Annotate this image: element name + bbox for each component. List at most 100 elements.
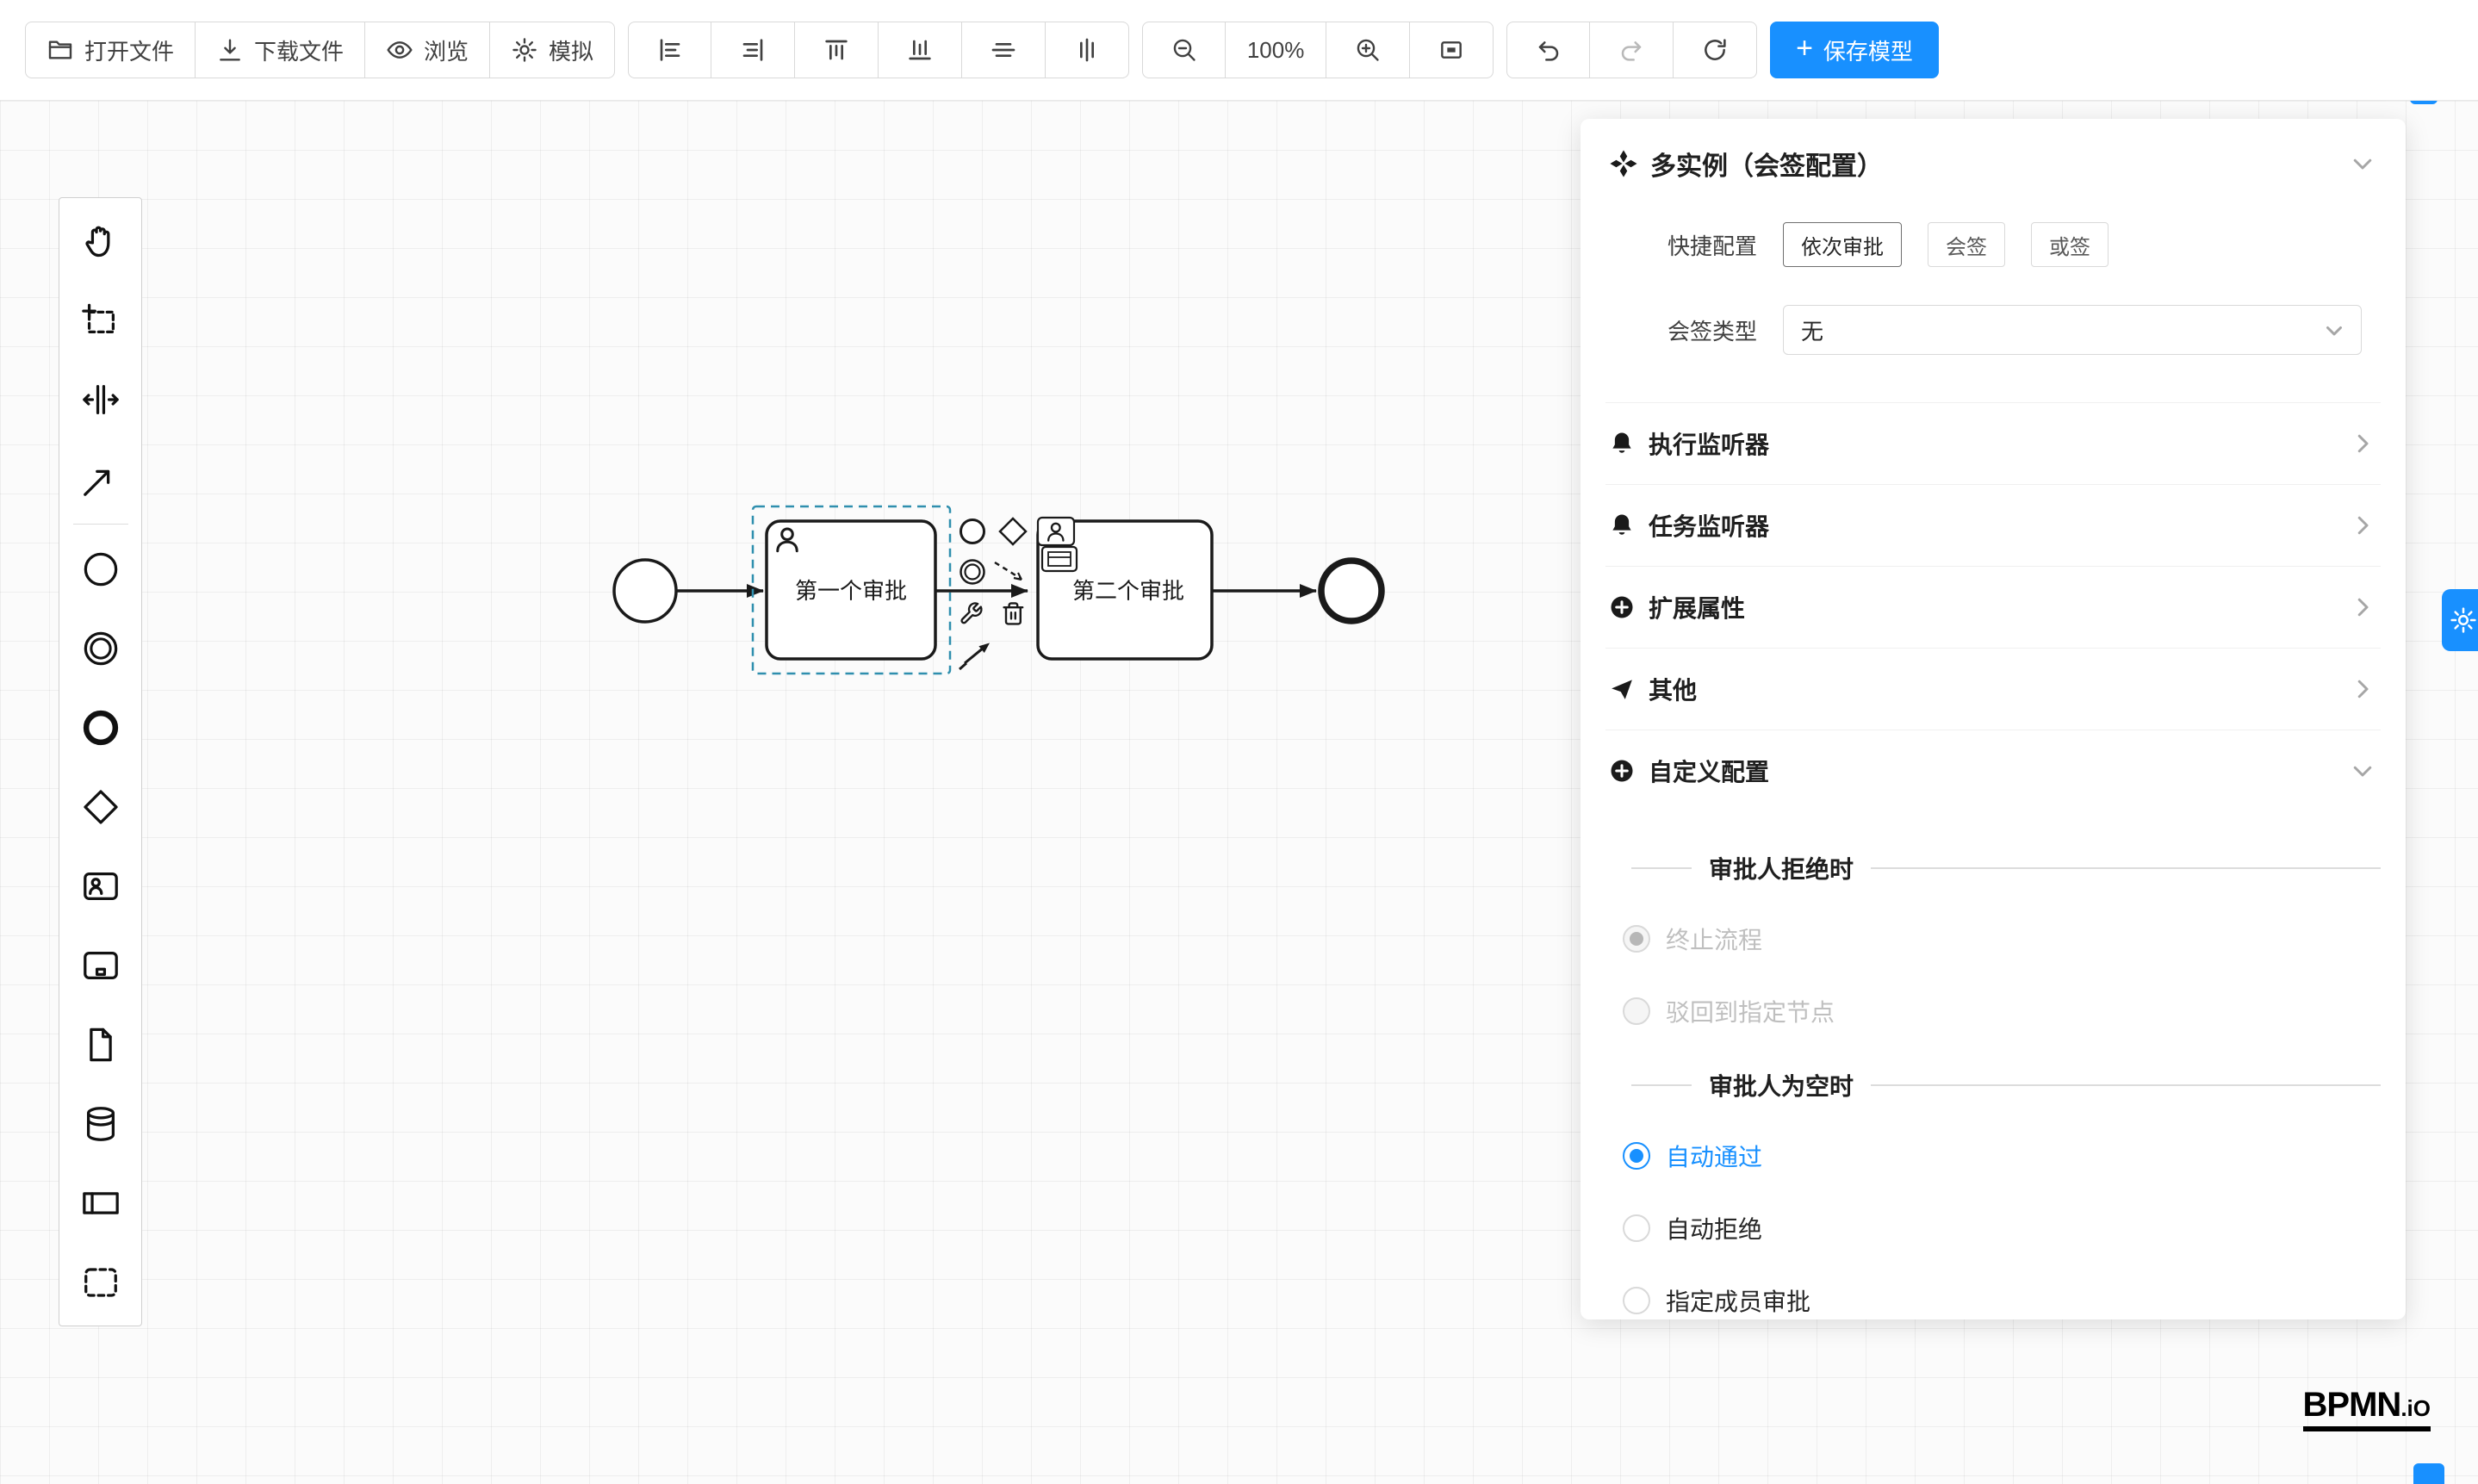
section-extended-properties[interactable]: 扩展属性	[1605, 566, 2381, 648]
bpmn-io-logo[interactable]: BPMN .iO	[2302, 1386, 2431, 1431]
quick-option-countersign[interactable]: 会签	[1928, 222, 2005, 267]
palette-separator	[72, 524, 128, 525]
settings-tab-button[interactable]	[2442, 589, 2478, 651]
download-file-button[interactable]: 下载文件	[196, 22, 366, 78]
panel-sections: 执行监听器 任务监听器 扩展属性 其他	[1605, 402, 2381, 811]
align-center-horizontal-icon	[991, 42, 1015, 57]
palette-subprocess[interactable]	[59, 926, 141, 1005]
bpmn-diagram: 第一个审批 第二个审批	[612, 505, 1385, 675]
palette-intermediate-event[interactable]	[59, 609, 141, 688]
download-icon	[220, 39, 240, 61]
quick-option-sequential[interactable]: 依次审批	[1783, 222, 1902, 267]
radio-auto-pass[interactable]: 自动通过	[1605, 1139, 2381, 1173]
eye-icon	[387, 41, 413, 59]
properties-panel: 多实例（会签配置） 快捷配置 依次审批 会签 或签 会签类型 无 执行监听器	[1581, 119, 2406, 1319]
save-model-label: 保存模型	[1823, 38, 1913, 65]
quick-config-row: 快捷配置 依次审批 会签 或签	[1605, 222, 2381, 267]
align-center-horizontal-button[interactable]	[962, 22, 1046, 78]
palette-lasso-tool[interactable]	[59, 281, 141, 360]
trash-icon[interactable]	[1003, 602, 1024, 625]
palette-group[interactable]	[59, 1243, 141, 1322]
align-right-button[interactable]	[711, 22, 796, 78]
palette-global-connect-tool[interactable]	[59, 439, 141, 518]
zoom-out-button[interactable]	[1142, 22, 1227, 78]
task-first-approval[interactable]: 第一个审批	[765, 519, 937, 661]
end-event-shape[interactable]	[1318, 557, 1385, 624]
palette-user-task[interactable]	[59, 847, 141, 926]
gateway-icon	[83, 790, 118, 824]
open-file-button[interactable]: 打开文件	[25, 22, 196, 78]
section-execution-listener[interactable]: 执行监听器	[1605, 402, 2381, 484]
palette	[59, 197, 142, 1326]
align-left-button[interactable]	[628, 22, 712, 78]
align-top-button[interactable]	[795, 22, 879, 78]
empty-divider: 审批人为空时	[1605, 1068, 2381, 1102]
align-center-vertical-icon	[1080, 38, 1095, 62]
undo-button[interactable]	[1506, 22, 1591, 78]
section-custom-config[interactable]: 自定义配置	[1605, 730, 2381, 811]
user-task-icon	[83, 872, 118, 901]
palette-space-tool[interactable]	[59, 360, 141, 439]
refresh-button[interactable]	[1674, 22, 1758, 78]
task-second-label: 第二个审批	[1072, 578, 1184, 604]
zoom-button-group: 100%	[1142, 22, 1494, 78]
participant-icon	[82, 1192, 119, 1214]
task-first-label: 第一个审批	[795, 578, 907, 604]
connect-dashed-icon[interactable]	[994, 561, 1022, 581]
sign-type-label: 会签类型	[1667, 318, 1757, 345]
section-other[interactable]: 其他	[1605, 648, 2381, 730]
redo-button[interactable]	[1590, 22, 1674, 78]
section-task-listener[interactable]: 任务监听器	[1605, 484, 2381, 566]
save-model-button[interactable]: + 保存模型	[1770, 22, 1939, 78]
hand-icon	[84, 226, 109, 258]
task-second-approval[interactable]: 第二个审批	[1036, 519, 1214, 661]
toolbar: 打开文件 下载文件 浏览 模拟	[0, 0, 2478, 101]
zoom-in-button[interactable]	[1326, 22, 1411, 78]
fit-viewport-icon	[1441, 41, 1462, 59]
connect-arrow-icon[interactable]	[959, 643, 990, 671]
align-top-icon	[825, 40, 848, 60]
wrench-icon[interactable]	[960, 602, 983, 624]
align-center-vertical-button[interactable]	[1046, 22, 1130, 78]
panel-title: 多实例（会签配置）	[1650, 152, 1883, 181]
radio-return-to-node[interactable]: 驳回到指定节点	[1605, 994, 2381, 1028]
align-bottom-button[interactable]	[879, 22, 963, 78]
sign-type-select[interactable]: 无	[1783, 305, 2362, 355]
zoom-in-icon	[1357, 39, 1379, 61]
palette-data-store[interactable]	[59, 1084, 141, 1164]
append-intermediate-event-icon[interactable]	[960, 559, 985, 585]
preview-button[interactable]: 浏览	[365, 22, 491, 78]
start-event-shape[interactable]	[612, 558, 678, 624]
radio-terminate-process[interactable]: 终止流程	[1605, 922, 2381, 956]
custom-config-content: 审批人拒绝时 终止流程 驳回到指定节点 审批人为空时 自动通过 自动拒绝 指定成…	[1605, 851, 2381, 1318]
palette-start-event[interactable]	[59, 530, 141, 609]
quick-option-orsign[interactable]: 或签	[2031, 222, 2108, 267]
simulate-button[interactable]: 模拟	[490, 22, 616, 78]
space-tool-icon	[82, 385, 119, 414]
palette-end-event[interactable]	[59, 688, 141, 767]
lasso-icon	[81, 303, 115, 334]
bell-icon	[1609, 512, 1635, 538]
gear-icon	[512, 38, 537, 62]
palette-data-object[interactable]	[59, 1005, 141, 1084]
radio-assign-member[interactable]: 指定成员审批	[1605, 1283, 2381, 1318]
bell-icon	[1609, 431, 1635, 456]
palette-participant[interactable]	[59, 1164, 141, 1243]
form-badge	[1040, 545, 1078, 573]
history-button-group	[1506, 22, 1758, 78]
multi-instance-header[interactable]: 多实例（会签配置）	[1605, 119, 2381, 202]
align-bottom-icon	[909, 40, 931, 60]
bottom-edge-tab-button[interactable]	[2413, 1463, 2444, 1484]
radio-auto-reject[interactable]: 自动拒绝	[1605, 1211, 2381, 1245]
context-pad	[959, 517, 1028, 671]
palette-gateway[interactable]	[59, 767, 141, 847]
append-end-event-icon[interactable]	[960, 518, 985, 544]
palette-hand-tool[interactable]	[59, 202, 141, 281]
radio-icon	[1623, 1142, 1650, 1170]
assignee-badge	[1036, 516, 1076, 547]
radio-icon	[1623, 925, 1650, 953]
gear-icon	[2450, 607, 2476, 633]
append-gateway-icon[interactable]	[998, 517, 1028, 546]
radio-icon	[1623, 1214, 1650, 1242]
fit-viewport-button[interactable]	[1410, 22, 1494, 78]
